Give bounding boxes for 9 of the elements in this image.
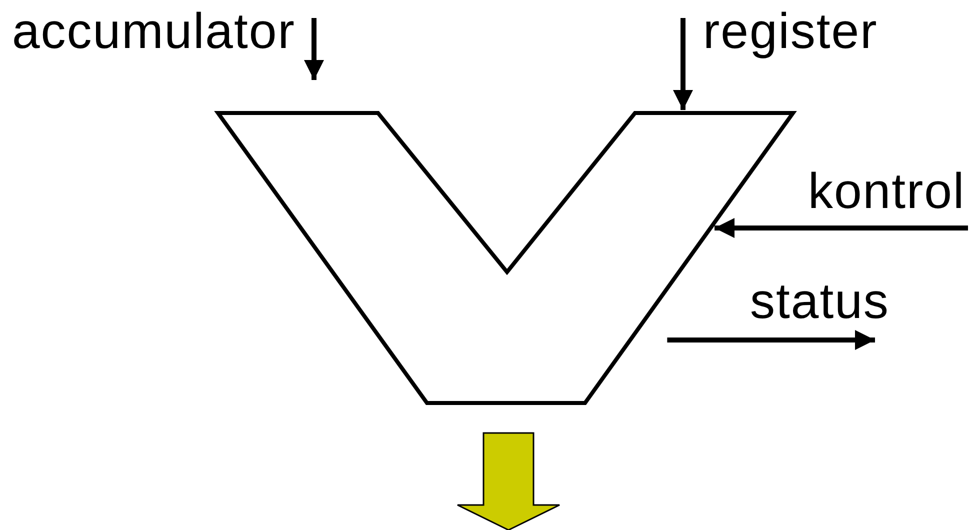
arrow bbox=[714, 218, 968, 238]
signal-label: status bbox=[750, 276, 892, 326]
arrow bbox=[304, 18, 324, 80]
block-arrow bbox=[456, 432, 560, 530]
signal-label: kontrol bbox=[808, 166, 972, 216]
arrow bbox=[673, 18, 693, 110]
arrow bbox=[667, 330, 875, 350]
signal-label: register bbox=[686, 6, 882, 56]
signal-label: accumulator bbox=[12, 6, 312, 56]
